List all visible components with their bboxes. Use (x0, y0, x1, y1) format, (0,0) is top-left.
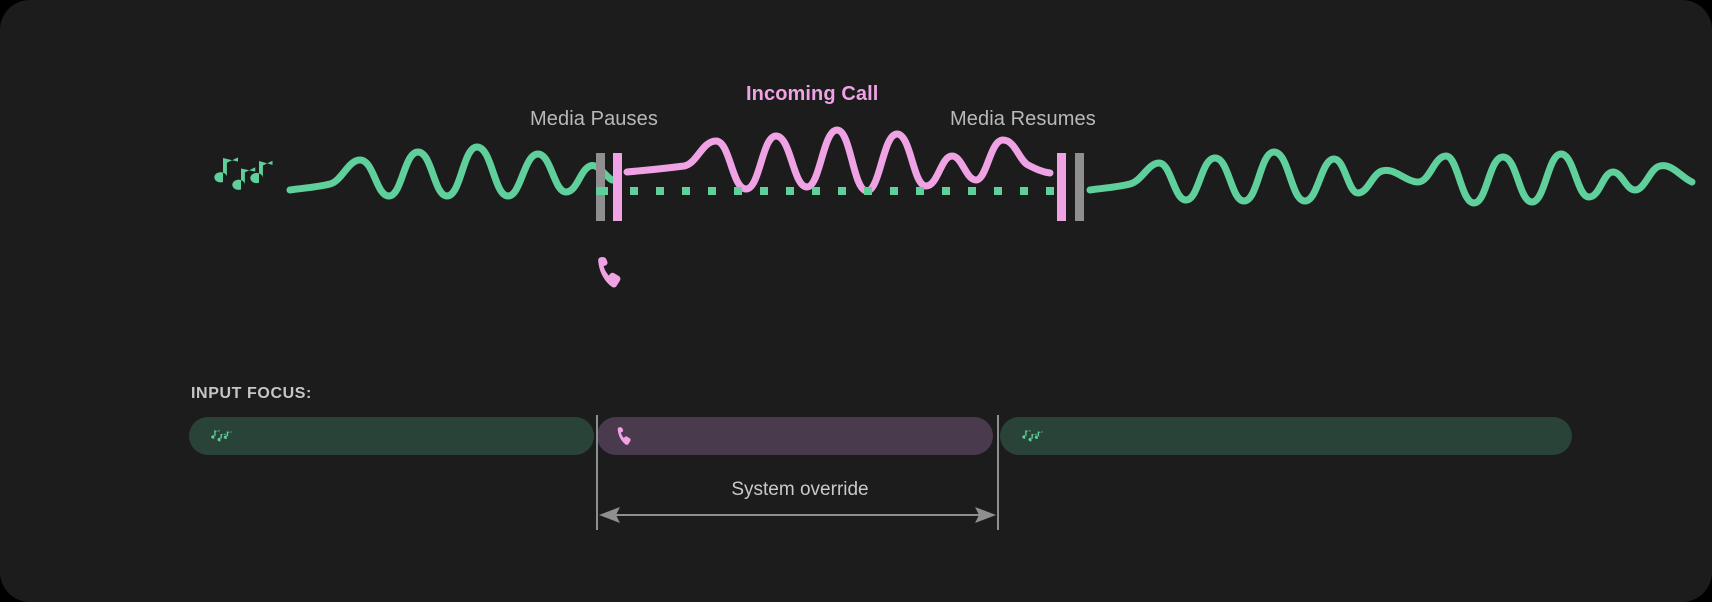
override-arrow-head-left (599, 507, 620, 523)
phone-handset-icon (617, 426, 637, 446)
label-incoming-call: Incoming Call (746, 83, 879, 105)
resume-marker-pink (1057, 153, 1066, 221)
input-focus-title: INPUT FOCUS: (191, 385, 312, 402)
media-track-after[interactable] (1000, 417, 1572, 455)
music-notes-icon (209, 426, 233, 446)
call-track[interactable] (597, 417, 993, 455)
music-notes-icon (214, 157, 273, 190)
call-waveform (623, 126, 1054, 195)
audio-timeline: Media Pauses Incoming Call Media Resumes (214, 83, 1696, 288)
label-media-pauses: Media Pauses (530, 108, 658, 130)
system-override-label: System override (0, 479, 1712, 501)
media-waveform-before (286, 143, 616, 200)
media-waveform-after (1086, 148, 1696, 207)
system-override-text: System override (731, 479, 869, 500)
phone-handset-icon (598, 257, 621, 288)
override-arrow-head-right (975, 507, 996, 523)
media-track-before[interactable] (189, 417, 594, 455)
pause-marker-pink (613, 153, 622, 221)
resume-marker-grey (1075, 153, 1084, 221)
music-notes-icon (1020, 426, 1044, 446)
label-media-resumes: Media Resumes (950, 108, 1096, 130)
